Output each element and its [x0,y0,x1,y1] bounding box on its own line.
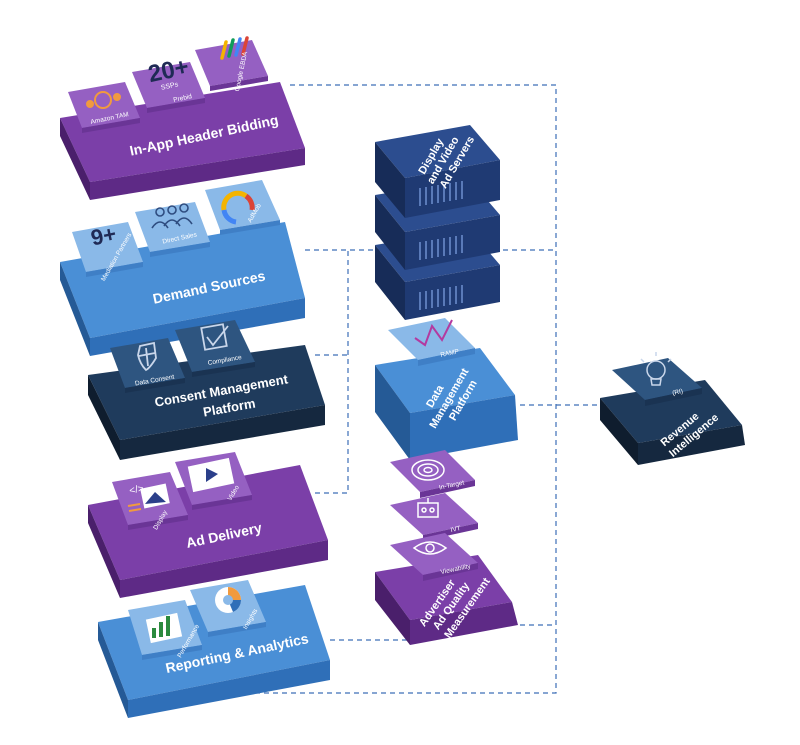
tile-viewability[interactable]: Viewability [390,533,478,581]
ssp-count-sub: SSPs [160,81,179,92]
tile-in-target[interactable]: In-Target [390,450,475,498]
tile-video[interactable]: Video [175,452,252,510]
image-icon [140,483,170,509]
ad-servers-block[interactable]: Display and Video Ad Servers [375,125,500,320]
tile-prebid[interactable]: 20+ SSPs Prebid [132,53,205,113]
ad-delivery-block[interactable]: Ad Delivery </> Display Video [88,452,328,598]
tile-display[interactable]: </> Display [112,472,188,531]
header-bidding-block[interactable]: In-App Header Bidding Amazon TAM 20+ SSP… [60,36,305,200]
code-icon: </> [128,483,145,497]
quality-block[interactable]: Advertiser Ad Quality Measurement In-Tar… [375,450,518,645]
robot-icon [417,498,439,518]
consent-block[interactable]: Consent Management Platform Data Consent… [88,320,325,460]
network-icon [86,91,121,109]
shield-icon [137,341,157,372]
google-bars-icon [220,36,249,60]
trend-line-icon [414,319,453,347]
eye-icon [412,541,448,555]
target-icon [411,459,445,481]
tile-google-ebda[interactable]: Google EBDA [195,36,268,92]
tile-admob[interactable]: AdMob [205,180,280,235]
tile-performance[interactable]: Performance [128,600,202,660]
tile-label: Prebid [173,93,193,104]
tile-insights[interactable]: Insights [190,580,266,637]
reporting-block[interactable]: Reporting & Analytics Performance Insigh… [98,580,330,718]
mediation-count: 9+ [89,221,119,251]
pie-chart-icon [215,587,241,613]
video-player-icon [187,457,235,493]
tile-amazon-tam[interactable]: Amazon TAM [68,82,140,133]
bar-chart-icon [145,612,183,644]
tile-ivt[interactable]: IVT [390,493,478,541]
tile-label: (RI) [672,388,684,397]
tile-ri[interactable]: (RI) [612,352,702,406]
dmp-block[interactable]: Data Management Platform RAMP [375,318,518,460]
connector-header-bidding [240,84,557,694]
checkbox-icon [200,323,229,351]
tile-data-consent[interactable]: Data Consent [110,338,185,393]
lightbulb-icon [640,352,672,386]
admob-icon [221,190,255,225]
tile-ramp[interactable]: RAMP [388,318,475,366]
revenue-intelligence-block[interactable]: Revenue Intelligence (RI) [600,352,745,465]
connector-delivery [315,250,349,494]
lines-icon [127,503,142,512]
server-unit-top [375,125,500,218]
tile-label: RAMP [440,348,460,359]
tile-label: IVT [450,525,461,534]
tile-direct-sales[interactable]: Direct Sales [135,202,210,257]
tile-compliance[interactable]: Compliance [175,320,255,377]
people-icon [151,203,193,229]
